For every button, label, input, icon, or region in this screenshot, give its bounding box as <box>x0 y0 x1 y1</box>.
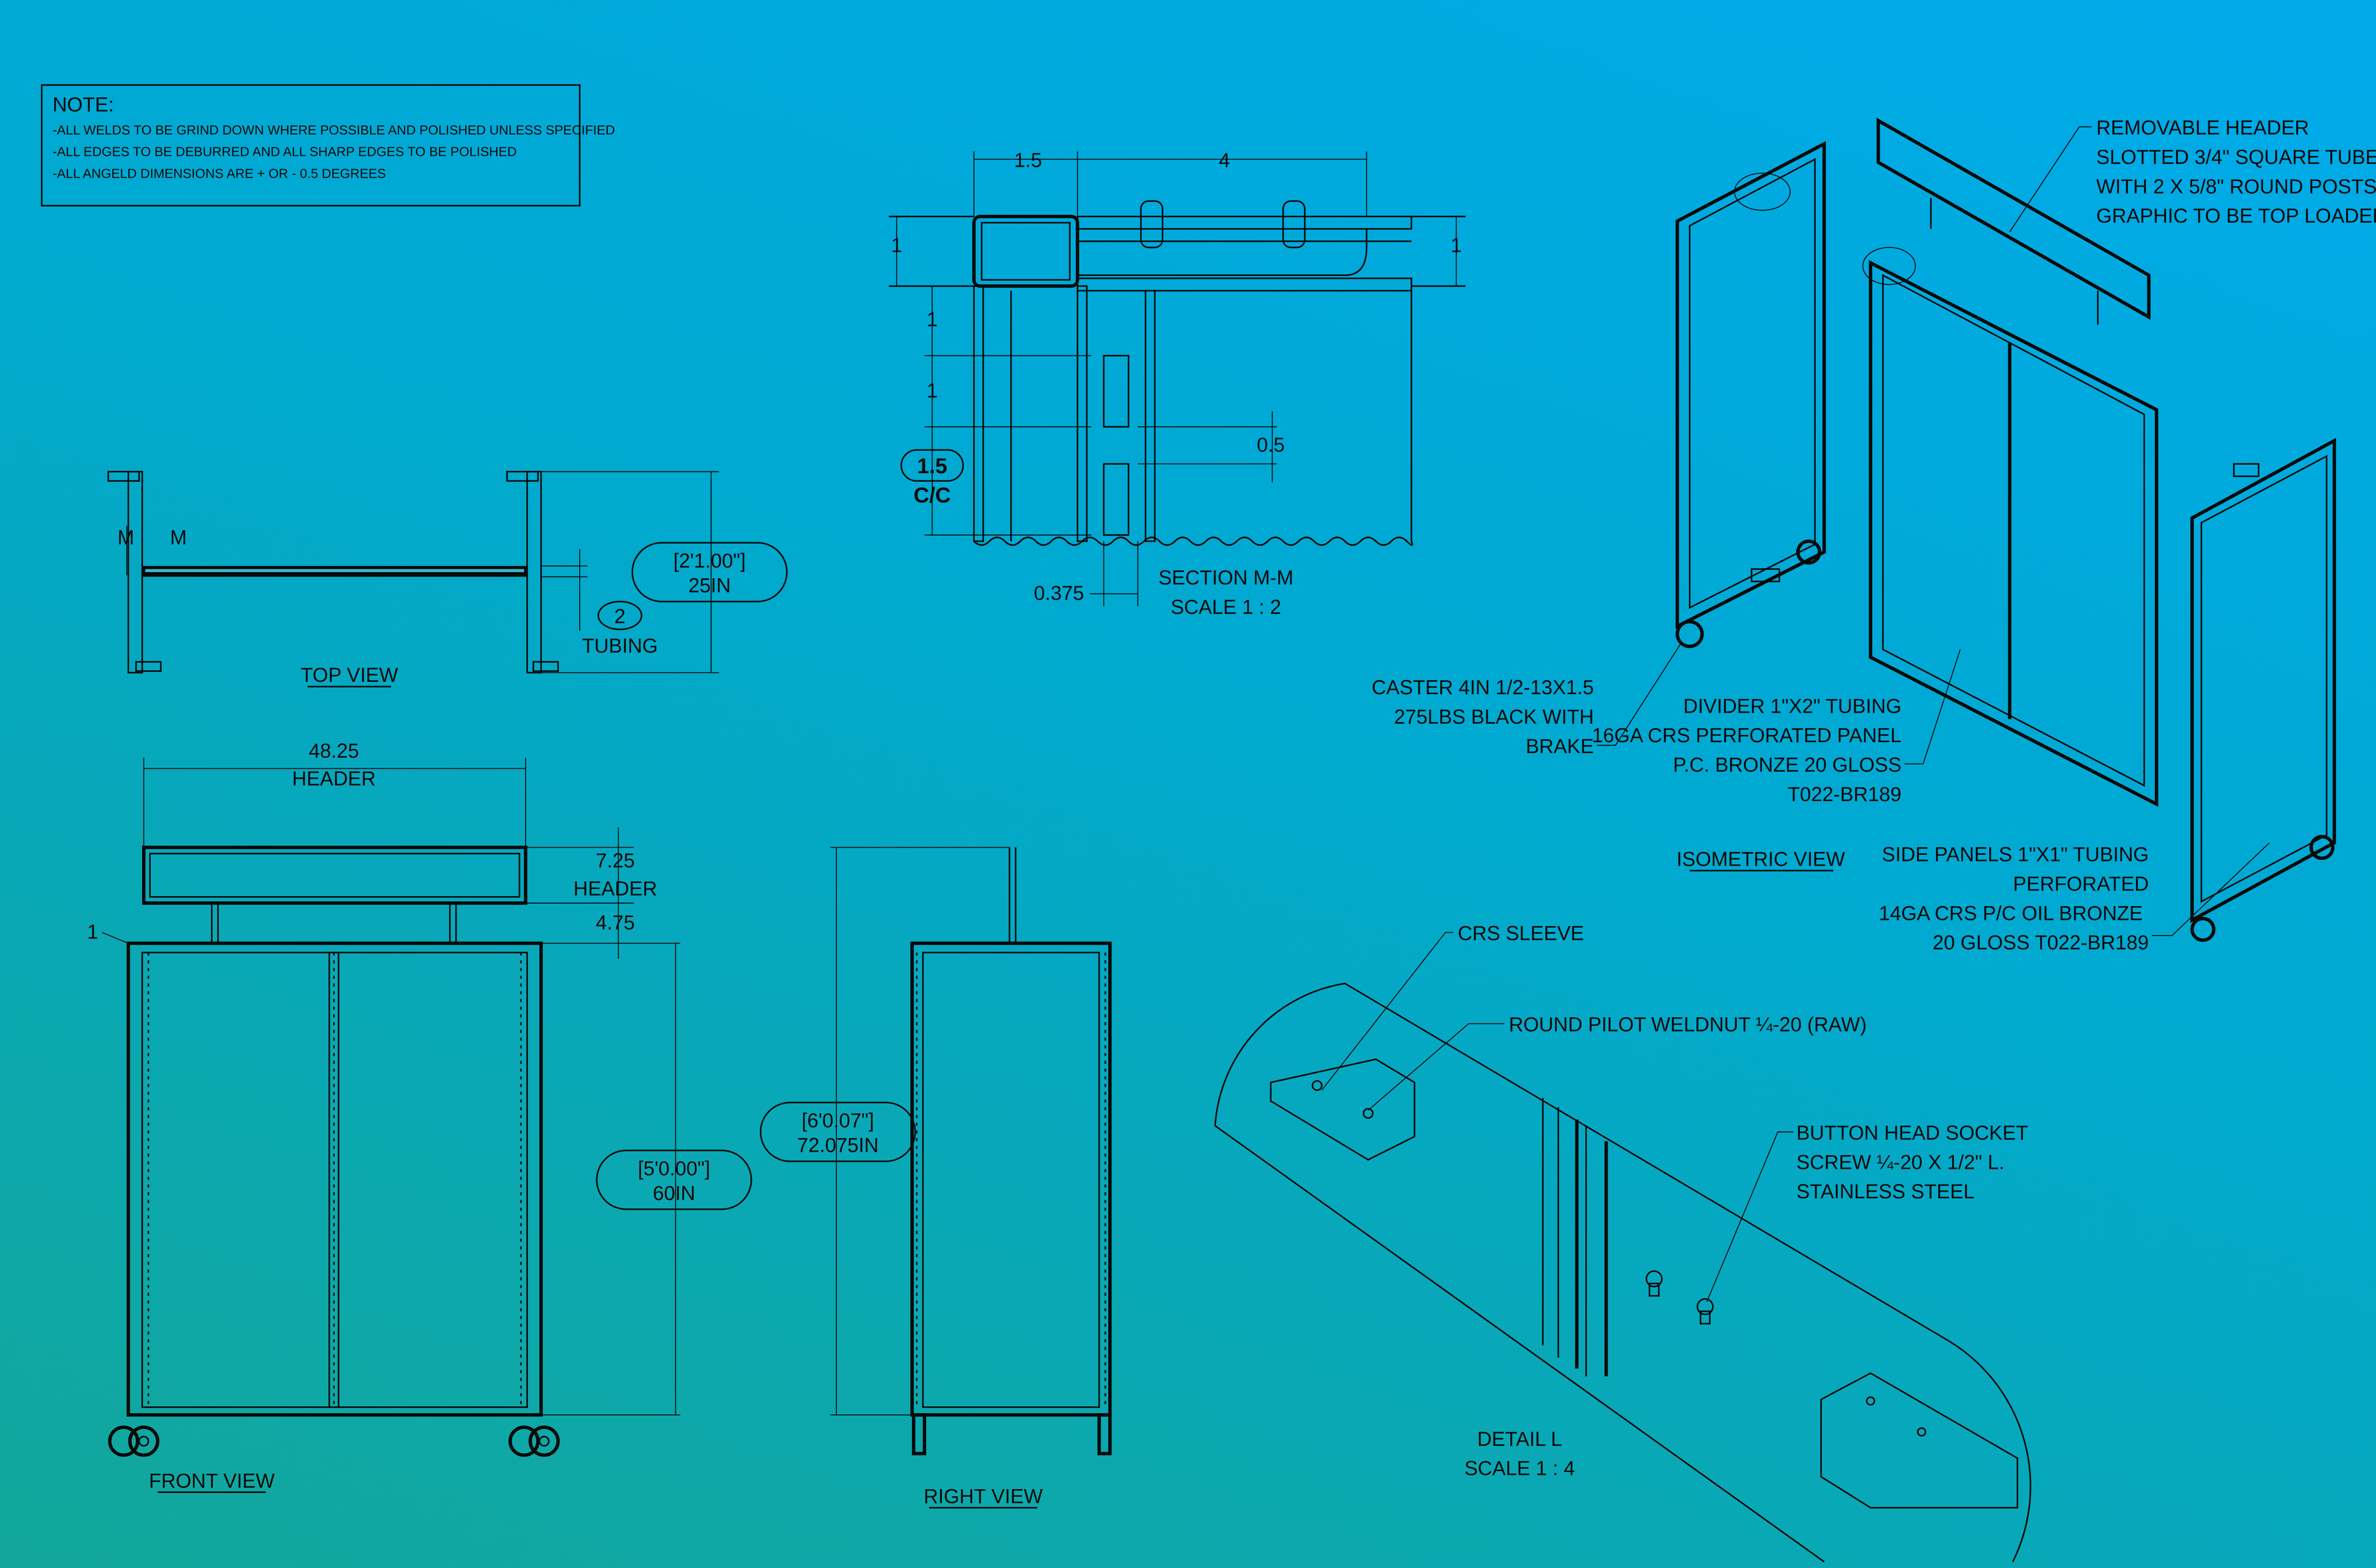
callout-text: DIVIDER 1"X2" TUBING <box>1683 695 1901 717</box>
cc-balloon: 1.5 <box>917 454 947 478</box>
callout-side-panels: SIDE PANELS 1"X1" TUBING PERFORATED 14GA… <box>1879 842 2270 954</box>
section-title: SECTION M-M <box>1159 566 1293 589</box>
section-dim: 4 <box>1219 149 1230 171</box>
callout-text: SIDE PANELS 1"X1" TUBING <box>1882 843 2149 866</box>
callout-weldnut: ROUND PILOT WELDNUT ¼-20 (RAW) <box>1509 1013 1867 1036</box>
top-view: M M [2'1.00"] 25IN 2 TUBING TOP VIEW <box>107 470 788 688</box>
header-height-dim: 7.25 <box>596 850 635 872</box>
callout-text: P.C. BRONZE 20 GLOSS <box>1673 754 1902 776</box>
callout-text: GRAPHIC TO BE TOP LOADED <box>2096 205 2376 227</box>
header-height-label: HEADER <box>574 877 657 899</box>
top-width-in: 25IN <box>689 574 731 596</box>
callout-header: REMOVABLE HEADER SLOTTED 3/4" SQUARE TUB… <box>2009 116 2376 232</box>
tubing-label: TUBING <box>582 634 658 657</box>
top-view-label: TOP VIEW <box>301 664 398 686</box>
callout-text: BRAKE <box>1526 735 1594 757</box>
section-dim: 1 <box>927 308 938 331</box>
isometric-view: REMOVABLE HEADER SLOTTED 3/4" SQUARE TUB… <box>1371 116 2376 954</box>
post-height-dim: 4.75 <box>596 911 635 934</box>
callout-text: SCREW ¼-20 X 1/2" L. <box>1796 1151 2004 1173</box>
front-height-ftin: [5'0.00"] <box>638 1157 710 1179</box>
isometric-view-label: ISOMETRIC VIEW <box>1677 848 1845 870</box>
detail-title: DETAIL L <box>1477 1428 1562 1450</box>
callout-divider: DIVIDER 1"X2" TUBING 16GA CRS PERFORATED… <box>1592 649 1961 805</box>
screw-icon <box>1646 1270 1714 1325</box>
cc-label: C/C <box>913 483 950 507</box>
callout-text: STAINLESS STEEL <box>1796 1180 1974 1203</box>
callout-crs-sleeve: CRS SLEEVE <box>1458 922 1584 945</box>
right-view: [6'0.07"] 72.075IN RIGHT VIEW <box>759 847 1112 1509</box>
header-width-label: HEADER <box>292 767 376 790</box>
callout-text: BUTTON HEAD SOCKET <box>1796 1122 2028 1144</box>
gap-dim: 1 <box>87 920 98 943</box>
section-dim: 1 <box>927 379 938 402</box>
callout-text: T022-BR189 <box>1788 783 1902 805</box>
callout-text: REMOVABLE HEADER <box>2096 116 2309 139</box>
section-dim: 1.5 <box>1014 149 1042 171</box>
detail-outline <box>1214 983 2031 1563</box>
caster-icon <box>108 1425 560 1457</box>
section-mark-right: M <box>170 526 187 549</box>
callout-caster: CASTER 4IN 1/2-13X1.5 275LBS BLACK WITH … <box>1371 641 1683 757</box>
right-height-in: 72.075IN <box>797 1134 879 1157</box>
section-mark-left: M <box>117 526 134 549</box>
note-line: -ALL WELDS TO BE GRIND DOWN WHERE POSSIB… <box>53 123 615 137</box>
section-scale: SCALE 1 : 2 <box>1170 596 1281 618</box>
header-width-dim: 48.25 <box>309 740 359 762</box>
caster-icon <box>912 1413 1112 1455</box>
detail-l: CRS SLEEVE ROUND PILOT WELDNUT ¼-20 (RAW… <box>1214 922 2031 1563</box>
note-line: -ALL EDGES TO BE DEBURRED AND ALL SHARP … <box>53 144 517 159</box>
section-dim: 1 <box>1451 234 1462 256</box>
callout-text: PERFORATED <box>2013 873 2149 895</box>
front-view-label: FRONT VIEW <box>149 1470 275 1492</box>
note-title: NOTE: <box>53 93 114 115</box>
callout-text: 14GA CRS P/C OIL BRONZE <box>1879 902 2143 924</box>
section-m-m: 1.5 4 1 1 1 1 0.5 1.5 <box>889 149 1466 618</box>
section-dim: 0.5 <box>1257 433 1285 456</box>
section-dim: 0.375 <box>1034 582 1084 604</box>
callout-text: 275LBS BLACK WITH <box>1394 706 1594 728</box>
front-height-in: 60IN <box>653 1182 695 1204</box>
callout-text: SLOTTED 3/4" SQUARE TUBE <box>2096 146 2376 168</box>
callout-text: 20 GLOSS T022-BR189 <box>1933 931 2149 954</box>
right-height-ftin: [6'0.07"] <box>802 1109 874 1131</box>
front-view: 48.25 HEADER 7.25 HEADER 4.75 1 [5'0.00"… <box>87 740 752 1493</box>
note-box: NOTE: -ALL WELDS TO BE GRIND DOWN WHERE … <box>41 84 615 207</box>
callout-text: 16GA CRS PERFORATED PANEL <box>1592 724 1901 746</box>
section-dim: 1 <box>891 234 902 256</box>
detail-scale: SCALE 1 : 4 <box>1465 1457 1575 1480</box>
note-line: -ALL ANGELD DIMENSIONS ARE + OR - 0.5 DE… <box>53 166 386 181</box>
tubing-balloon: 2 <box>614 605 626 628</box>
callout-text: CASTER 4IN 1/2-13X1.5 <box>1371 676 1594 698</box>
callout-text: WITH 2 X 5/8" ROUND POSTS <box>2096 175 2376 198</box>
right-view-label: RIGHT VIEW <box>924 1485 1043 1507</box>
top-width-ftin: [2'1.00"] <box>673 549 746 572</box>
